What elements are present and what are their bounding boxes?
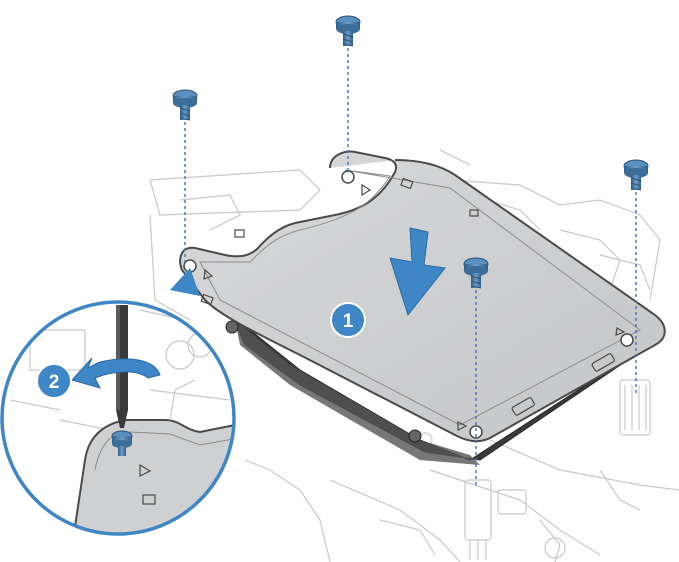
screwdriver-icon bbox=[116, 305, 128, 428]
step-1-badge: 1 bbox=[330, 302, 366, 338]
step-2-label: 2 bbox=[49, 372, 60, 393]
chassis-background bbox=[149, 149, 679, 562]
rotate-arrow-icon bbox=[71, 357, 161, 389]
magnifier-detail bbox=[0, 300, 236, 536]
screw-icon bbox=[335, 15, 361, 47]
down-arrow-icon bbox=[389, 227, 446, 317]
screw-icon bbox=[111, 430, 133, 456]
screw-icon bbox=[463, 257, 489, 289]
step-1-label: 1 bbox=[343, 311, 354, 332]
magnifier-ring bbox=[0, 300, 236, 536]
magnifier-pointer bbox=[170, 268, 200, 296]
screw-icon bbox=[172, 89, 198, 121]
screw-icon bbox=[623, 159, 649, 191]
step-2-badge: 2 bbox=[36, 363, 72, 399]
screw-guide-lines bbox=[184, 48, 637, 488]
